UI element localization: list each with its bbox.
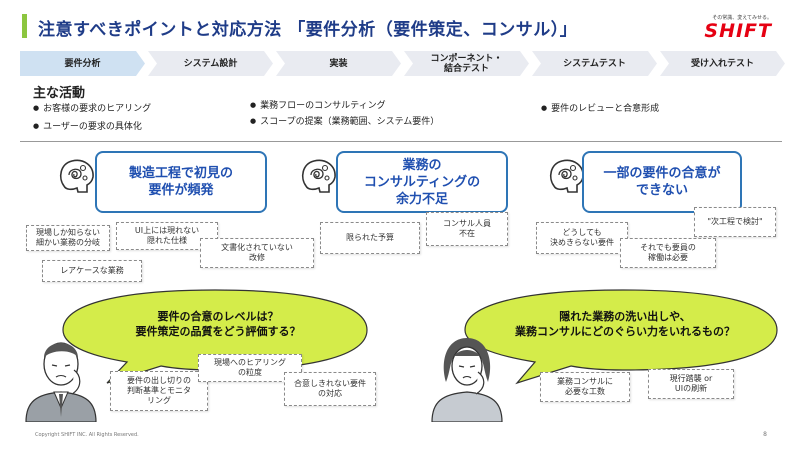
- brand-tagline: その常識、変えてみせる。: [712, 15, 772, 21]
- brand-logo: SHIFT: [704, 20, 772, 42]
- concern-note: 現行踏襲 or UIの刷新: [648, 369, 734, 399]
- activity-item: 業務フローのコンサルティング: [250, 98, 385, 111]
- issue-bubble: 製造工程で初見の 要件が頻発: [95, 151, 267, 213]
- step-implementation: 実装: [276, 51, 401, 76]
- issue-bubble: 一部の要件の合意が できない: [582, 151, 742, 213]
- activities-title: 主な活動: [33, 86, 86, 101]
- activity-item: お客様の要求のヒアリング: [33, 101, 151, 114]
- process-steps: 要件分析 システム設計 実装 コンポーネント・ 結合テスト システムテスト 受け…: [20, 51, 785, 76]
- concern-note: 合意しきれない要件 の対応: [284, 372, 376, 406]
- worried-man-icon: [25, 342, 97, 422]
- issue-bubble: 業務の コンサルティングの 余力不足: [336, 151, 508, 213]
- worried-woman-icon: [431, 338, 503, 422]
- step-requirements: 要件分析: [20, 51, 145, 76]
- step-acceptance-test: 受け入れテスト: [660, 51, 785, 76]
- title-accent-bar: [22, 14, 27, 38]
- speech-text: 要件の合意のレベルは？ 要件策定の品質をどう評価する？: [135, 310, 301, 338]
- copyright: Copyright SHIFT INC. All Rights Reserved…: [35, 432, 139, 438]
- issue-note: 限られた予算: [320, 222, 420, 254]
- issue-note: コンサル人員 不在: [426, 212, 508, 246]
- concern-note: 業務コンサルに 必要な工数: [540, 372, 630, 402]
- step-integration-test: コンポーネント・ 結合テスト: [404, 51, 529, 76]
- activity-item: スコープの提案（業務範囲、システム要件）: [250, 114, 439, 127]
- issue-note: どうしても 決めきらない要件: [536, 222, 628, 254]
- confused-head-icon: [59, 159, 94, 193]
- speech-text: 隠れた業務の洗い出しや、 業務コンサルにどのぐらい力をいれるもの？: [515, 310, 735, 338]
- step-system-design: システム設計: [148, 51, 273, 76]
- brand: その常識、変えてみせる。 SHIFT: [704, 14, 772, 41]
- step-system-test: システムテスト: [532, 51, 657, 76]
- confused-head-icon: [549, 159, 584, 193]
- issue-note: 文書化されていない 改修: [200, 238, 314, 268]
- issue-note: "次工程で検討": [694, 207, 776, 237]
- concern-note: 要件の出し切りの 判断基準とモニタ リング: [110, 371, 208, 411]
- issue-note: 現場しか知らない 細かい業務の分岐: [26, 225, 110, 251]
- issue-note: それでも要員の 稼働は必要: [620, 238, 716, 268]
- activity-item: 要件のレビューと合意形成: [541, 101, 659, 114]
- speech-bubble: [464, 289, 778, 385]
- issue-note: レアケースな業務: [42, 260, 142, 282]
- page-number: 8: [763, 431, 767, 438]
- section-divider: [20, 141, 782, 142]
- confused-head-icon: [301, 159, 336, 193]
- activity-item: ユーザーの要求の具体化: [33, 119, 142, 132]
- page-title: 注意すべきポイントと対応方法 「要件分析（要件策定、コンサル）」: [38, 20, 578, 40]
